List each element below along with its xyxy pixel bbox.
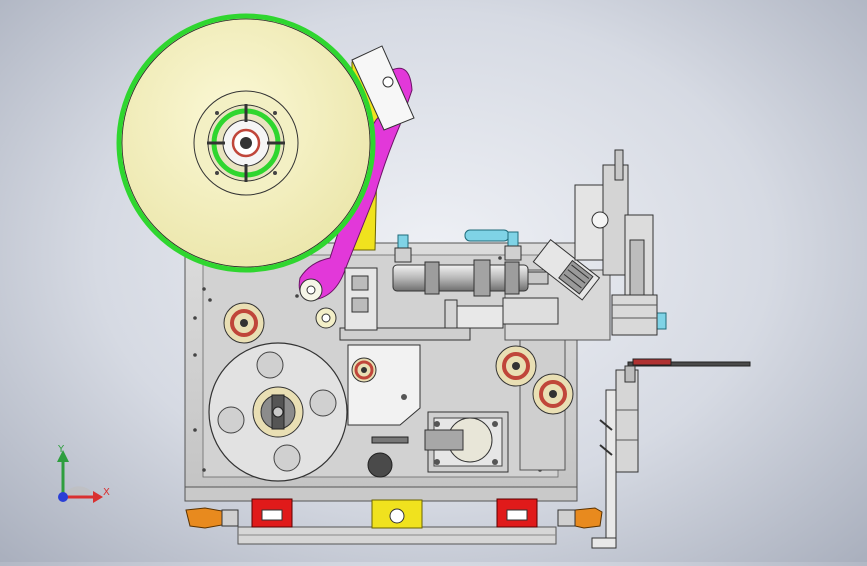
pneumatic-fittings xyxy=(394,229,667,330)
vertical-guide xyxy=(591,365,639,549)
label-roll-icon xyxy=(116,13,376,273)
y-axis-head xyxy=(57,450,69,462)
xyz-triad-icon: Y X xyxy=(57,444,110,503)
y-axis-label: Y xyxy=(57,444,65,455)
dancer-pivot-hole xyxy=(306,285,316,295)
x-axis-head xyxy=(93,491,103,503)
cover-hole xyxy=(382,76,394,88)
guide-roller-small xyxy=(315,307,337,329)
x-axis-label: X xyxy=(103,487,110,498)
tension-block xyxy=(344,267,378,331)
nip-roller-mid-right xyxy=(495,345,537,387)
nip-roller-lower-right xyxy=(532,373,574,415)
angled-pusher xyxy=(532,239,601,301)
air-cylinder-icon xyxy=(392,259,549,297)
slide-bracket xyxy=(339,297,559,341)
bumpers xyxy=(185,507,603,529)
rewind-disc-icon xyxy=(208,342,348,482)
peel-plate xyxy=(627,358,751,367)
center-drive-plate xyxy=(347,344,421,426)
sensor-stack xyxy=(574,149,658,336)
nip-roller-icon xyxy=(223,302,574,415)
bottom-stops xyxy=(251,498,538,529)
top-cover xyxy=(351,45,415,131)
z-axis-dot xyxy=(58,492,68,502)
nip-roller-left xyxy=(223,302,265,344)
motor-icon xyxy=(371,411,509,473)
frame-port-hole xyxy=(367,452,393,478)
